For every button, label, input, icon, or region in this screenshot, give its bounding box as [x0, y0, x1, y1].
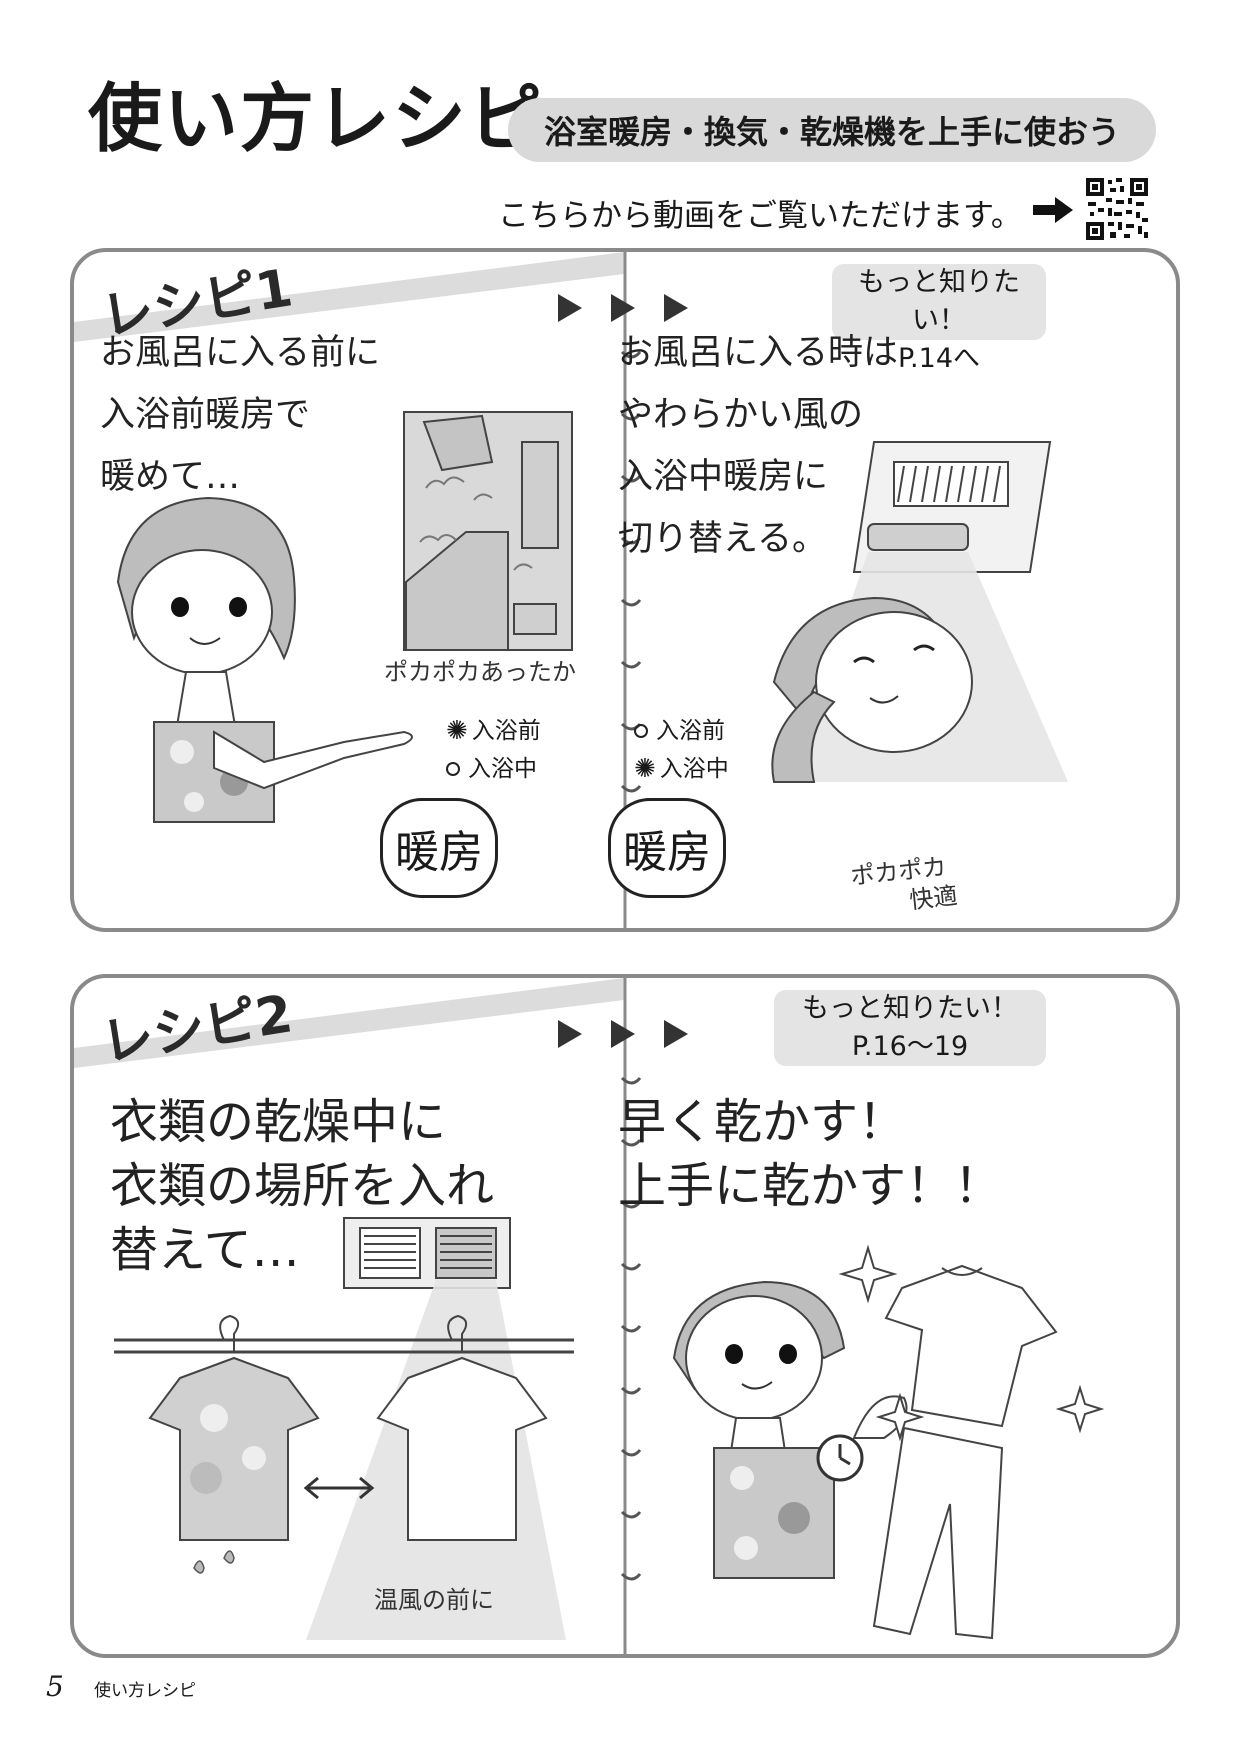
arrow-right-icon [1033, 197, 1073, 223]
more-info-badge-2[interactable]: もっと知りたい！ P.16〜19 [774, 990, 1046, 1066]
inactive-mode-icon [634, 724, 648, 738]
heat-button-left[interactable]: 暖房 [380, 798, 498, 898]
qr-code-icon[interactable] [1086, 178, 1148, 240]
recipe1-left-text: お風呂に入る前に 入浴前暖房で 暖めて… [100, 333, 381, 497]
active-mode-icon: ✺ [634, 754, 656, 784]
recipe1-right-text: お風呂に入る時は やわらかい風の 入浴中暖房に 切り替える。 [618, 333, 899, 559]
recipe2-panel: レシピ2 衣類の乾燥中に 衣類の場所を入れ 替えて… 温風の前に もっと知りたい… [70, 974, 1180, 1658]
video-note: こちらから動画をご覧いただけます。 [498, 198, 1022, 234]
page-title: 使い方レシピ [88, 76, 544, 162]
page-number: 5 [46, 1670, 64, 1703]
recipe1-left-modes: ✺入浴前 入浴中 [446, 712, 541, 788]
more-info-badge-1[interactable]: もっと知りたい！ P.14へ [832, 264, 1046, 374]
recipe2-illustrations [74, 978, 1105, 1654]
recipe2-right-text: 早く乾かす！ 上手に乾かす！！ [618, 1094, 1003, 1214]
recipe1-right-modes: 入浴前 ✺入浴中 [634, 712, 729, 788]
recipe1-right-caption: ポカポカ 快適 [849, 852, 959, 915]
recipe2-left-caption: 温風の前に [374, 1586, 494, 1614]
recipe1-panel: レシピ1 お風呂に入る前に 入浴前暖房で 暖めて… ポカポカあったか ✺入浴前 … [70, 248, 1180, 932]
recipe1-left-caption: ポカポカあったか [384, 658, 576, 686]
heat-button-right[interactable]: 暖房 [608, 798, 726, 898]
subtitle-pill: 浴室暖房・換気・乾燥機を上手に使おう [508, 98, 1156, 162]
footer-section: 使い方レシピ [94, 1681, 196, 1701]
recipe2-left-text: 衣類の乾燥中に 衣類の場所を入れ 替えて… [110, 1094, 495, 1278]
inactive-mode-icon [446, 762, 460, 776]
recipe1-illustrations [74, 252, 1068, 928]
active-mode-icon: ✺ [446, 716, 468, 746]
